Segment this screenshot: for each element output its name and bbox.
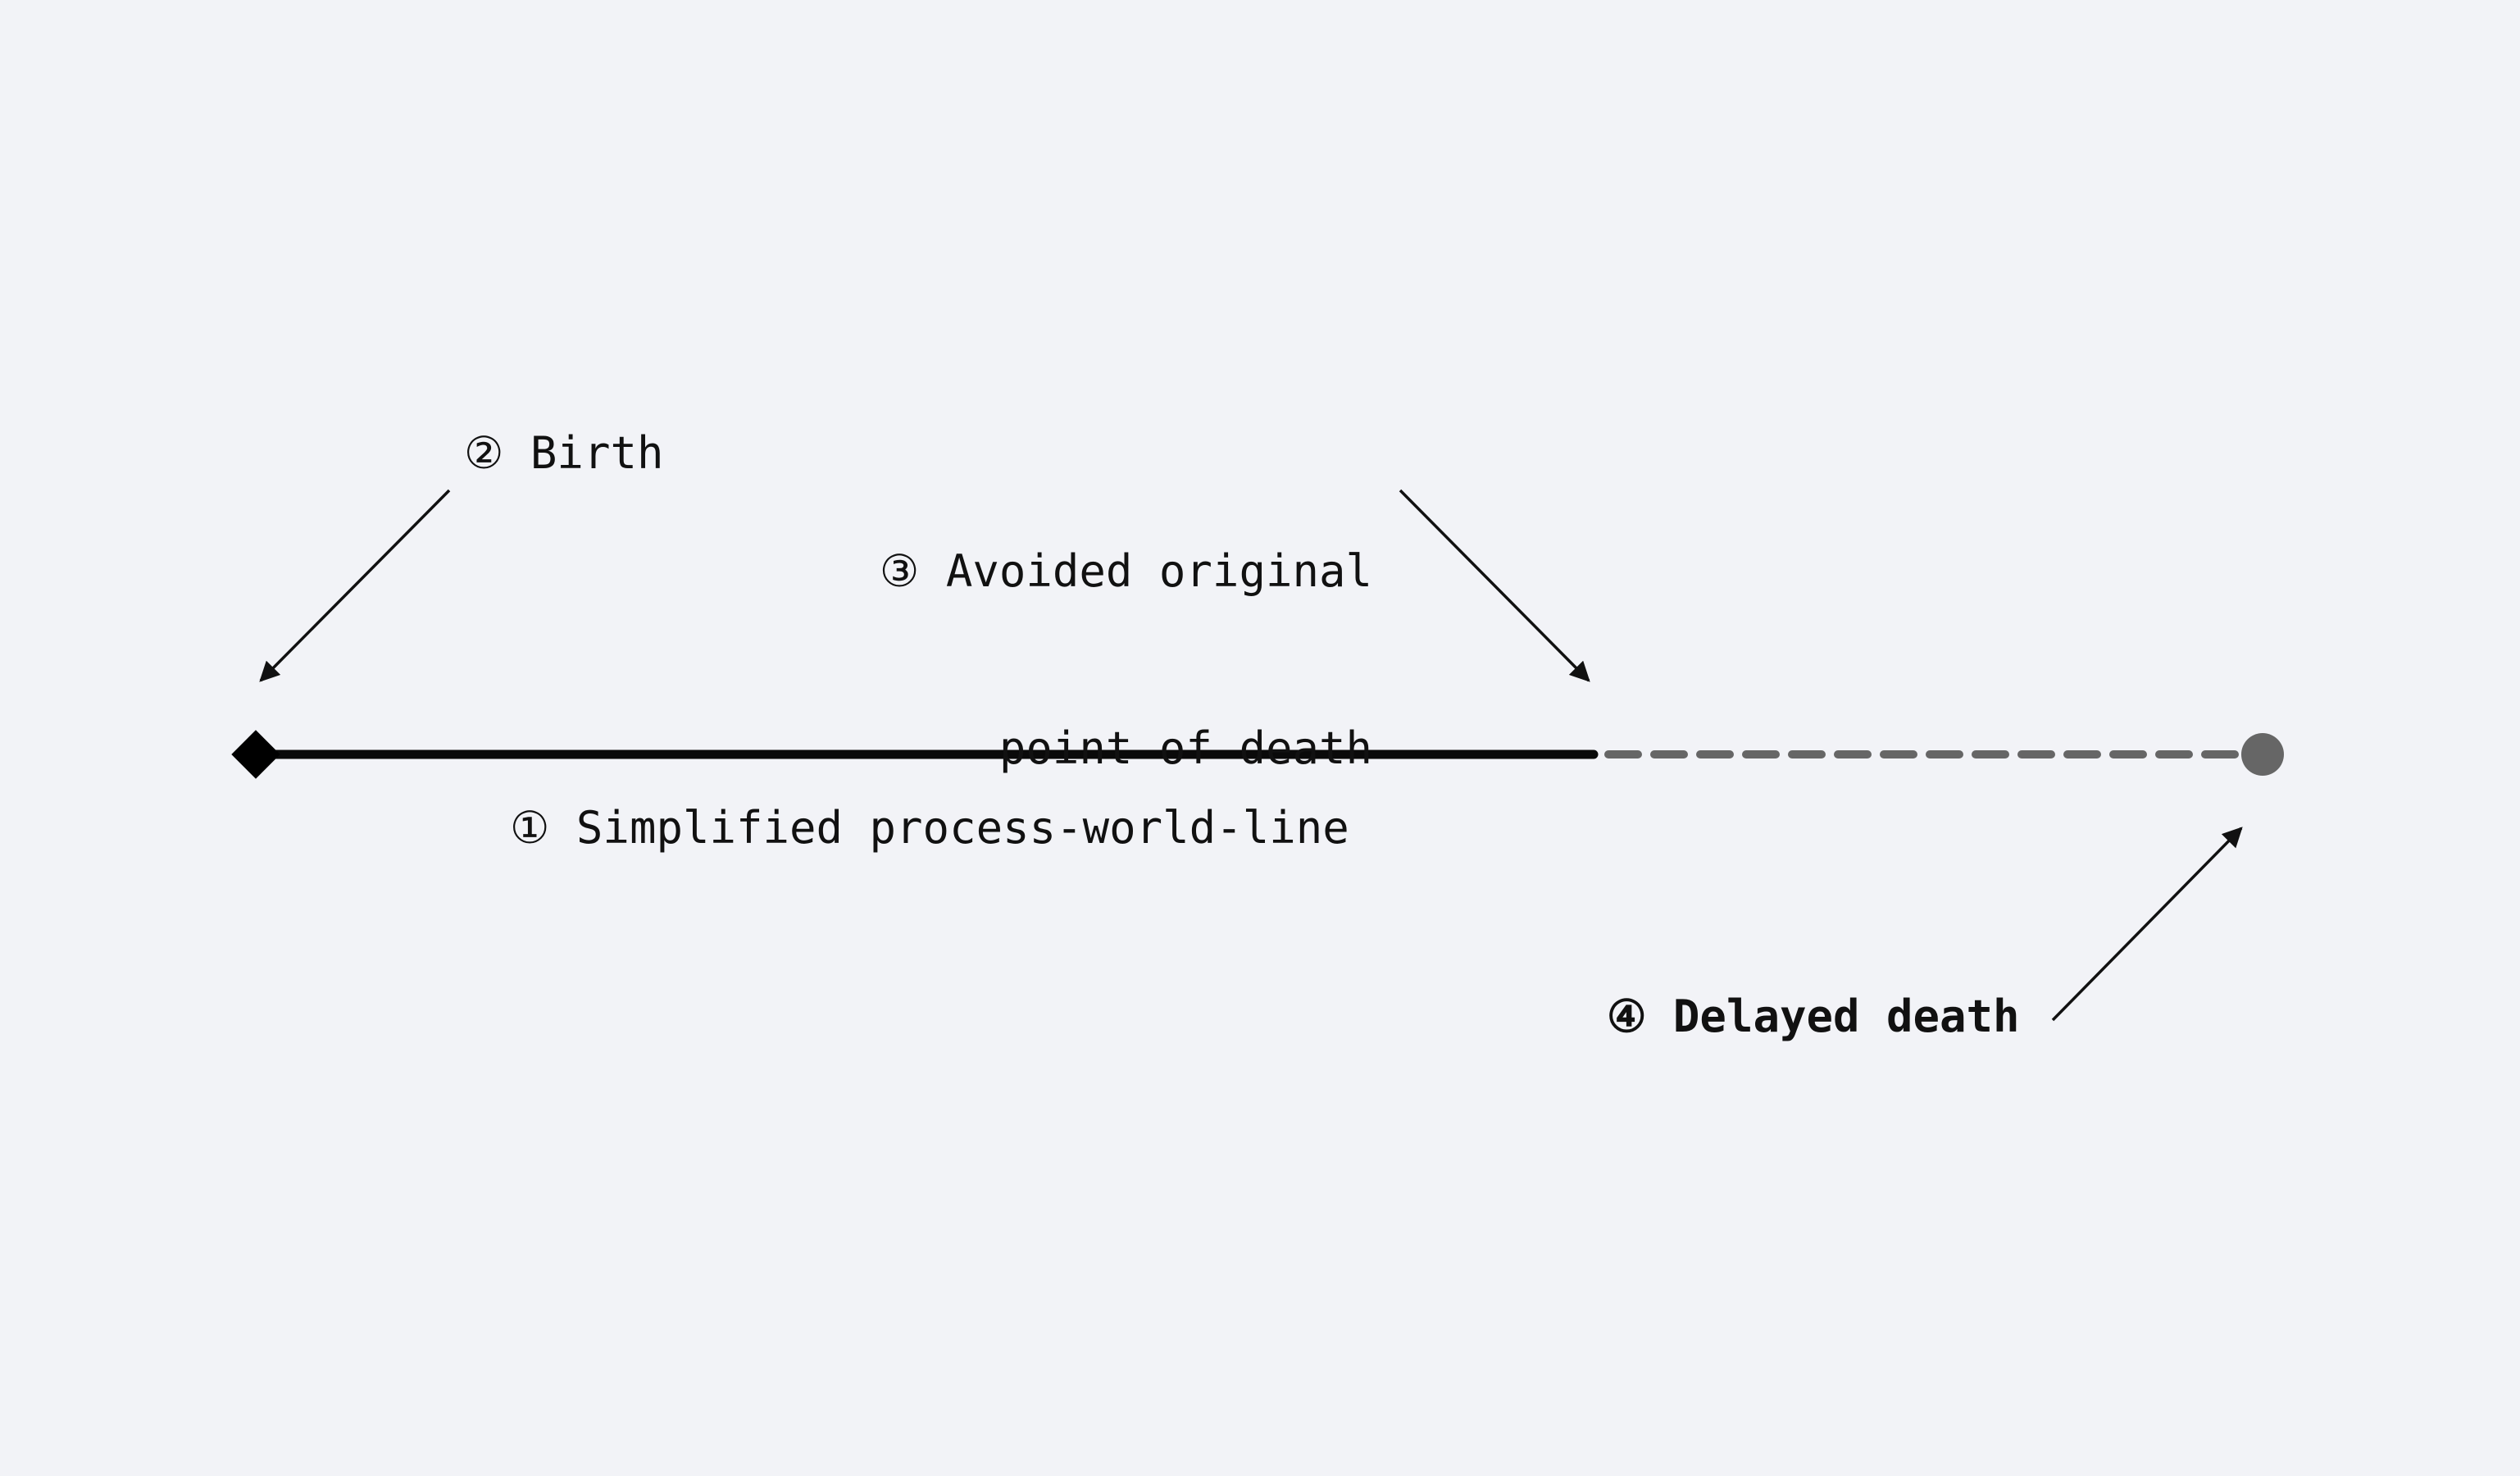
birth-label: ② Birth <box>464 427 664 479</box>
delayed-death-label: ④ Delayed death <box>1607 991 2020 1042</box>
avoided-death-label: ③ Avoided original point of death <box>861 424 1372 837</box>
avoided-death-arrow <box>1399 489 1590 682</box>
avoided-death-label-line1: ③ Avoided original <box>879 545 1372 597</box>
delayed-death-dot <box>2241 733 2284 776</box>
delayed-death-arrow <box>2051 827 2243 1022</box>
birth-diamond-marker <box>231 730 280 779</box>
process-world-line-label: ① Simplified process-world-line <box>510 802 1349 854</box>
birth-arrow <box>259 489 451 682</box>
avoided-death-label-line2: point of death <box>998 722 1372 774</box>
